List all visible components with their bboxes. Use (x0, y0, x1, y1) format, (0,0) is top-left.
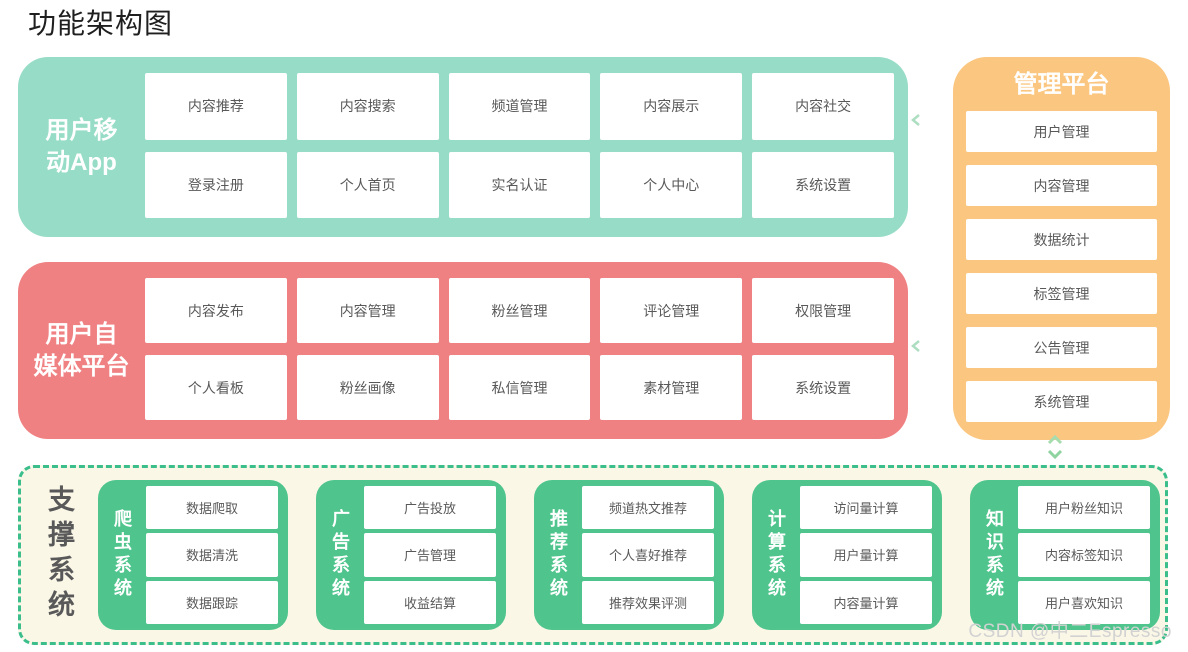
subsystem-compute-items: 访问量计算用户量计算内容量计算 (800, 486, 932, 624)
block-support-systems-label: 支撑系统 (44, 485, 74, 625)
feature-cell: 内容量计算 (800, 580, 932, 624)
subsystem-ads-items: 广告投放广告管理收益结算 (364, 486, 496, 624)
feature-cell: 公告管理 (966, 327, 1157, 368)
subsystem-knowledge: 知识系统 用户粉丝知识内容标签知识用户喜欢知识 (970, 480, 1160, 630)
feature-cell: 广告管理 (364, 533, 496, 577)
block-user-mobile-app-label: 用户移 动App (18, 57, 145, 237)
mobile-app-feature-grid: 内容推荐内容搜索频道管理内容展示内容社交登录注册个人首页实名认证个人中心系统设置 (145, 73, 894, 218)
subsystem-knowledge-items: 用户粉丝知识内容标签知识用户喜欢知识 (1018, 486, 1150, 624)
feature-cell: 粉丝画像 (296, 355, 439, 420)
feature-cell: 频道管理 (448, 73, 591, 140)
feature-cell: 素材管理 (600, 355, 743, 420)
feature-cell: 用户管理 (966, 111, 1157, 152)
feature-cell: 内容发布 (145, 278, 287, 343)
subsystem-crawler-label: 爬虫系统 (112, 509, 132, 601)
subsystem-recommend-label: 推荐系统 (548, 509, 568, 601)
feature-cell: 推荐效果评测 (582, 580, 714, 624)
label-line-1: 用户移 (45, 117, 118, 144)
feature-cell: 内容社交 (752, 73, 894, 140)
feature-cell: 个人喜好推荐 (582, 533, 714, 577)
watermark: CSDN @中二Espresso (968, 621, 1172, 642)
feature-cell: 内容管理 (966, 165, 1157, 206)
feature-cell: 标签管理 (966, 273, 1157, 314)
feature-cell: 数据爬取 (146, 486, 278, 530)
feature-cell: 数据清洗 (146, 533, 278, 577)
feature-cell: 个人中心 (600, 151, 743, 218)
subsystem-knowledge-label: 知识系统 (984, 509, 1004, 601)
support-subsystems: 爬虫系统 数据爬取数据清洗数据跟踪 广告系统 广告投放广告管理收益结算 推荐系统… (98, 480, 1160, 630)
feature-cell: 广告投放 (364, 486, 496, 530)
block-user-mobile-app: 用户移 动App 内容推荐内容搜索频道管理内容展示内容社交登录注册个人首页实名认… (18, 57, 908, 237)
feature-cell: 系统设置 (752, 355, 894, 420)
page-title: 功能架构图 (28, 7, 174, 40)
feature-cell: 个人看板 (145, 355, 287, 420)
double-arrow-icon (1044, 432, 1066, 469)
feature-cell: 内容标签知识 (1018, 533, 1150, 577)
feature-cell: 访问量计算 (800, 486, 932, 530)
feature-cell: 评论管理 (600, 278, 743, 343)
label-line-2: 媒体平台 (33, 352, 130, 380)
feature-cell: 实名认证 (448, 151, 591, 218)
feature-cell: 内容管理 (296, 278, 439, 343)
feature-cell: 内容搜索 (296, 73, 439, 140)
subsystem-crawler: 爬虫系统 数据爬取数据清洗数据跟踪 (98, 480, 288, 630)
feature-cell: 用户粉丝知识 (1018, 486, 1150, 530)
subsystem-compute: 计算系统 访问量计算用户量计算内容量计算 (752, 480, 942, 630)
feature-cell: 用户喜欢知识 (1018, 580, 1150, 624)
subsystem-ads: 广告系统 广告投放广告管理收益结算 (316, 480, 506, 630)
arrow-left-icon (910, 112, 922, 128)
feature-cell: 私信管理 (448, 355, 591, 420)
feature-cell: 系统管理 (966, 381, 1157, 422)
feature-cell: 数据统计 (966, 219, 1157, 260)
label-line-2: 动App (46, 149, 117, 176)
subsystem-ads-label: 广告系统 (330, 509, 350, 601)
media-platform-feature-grid: 内容发布内容管理粉丝管理评论管理权限管理个人看板粉丝画像私信管理素材管理系统设置 (145, 278, 894, 420)
subsystem-recommend: 推荐系统 频道热文推荐个人喜好推荐推荐效果评测 (534, 480, 724, 630)
feature-cell: 系统设置 (752, 151, 894, 218)
feature-cell: 粉丝管理 (448, 278, 591, 343)
feature-cell: 权限管理 (752, 278, 894, 343)
feature-cell: 内容展示 (600, 73, 743, 140)
feature-cell: 频道热文推荐 (582, 486, 714, 530)
block-admin-platform-title: 管理平台 (1013, 71, 1110, 98)
label-line-1: 用户自 (45, 320, 118, 348)
feature-cell: 个人首页 (296, 151, 439, 218)
subsystem-recommend-items: 频道热文推荐个人喜好推荐推荐效果评测 (582, 486, 714, 624)
feature-cell: 用户量计算 (800, 533, 932, 577)
subsystem-crawler-items: 数据爬取数据清洗数据跟踪 (146, 486, 278, 624)
block-support-systems: 支撑系统 爬虫系统 数据爬取数据清洗数据跟踪 广告系统 广告投放广告管理收益结算… (18, 465, 1168, 645)
block-user-media-platform: 用户自 媒体平台 内容发布内容管理粉丝管理评论管理权限管理个人看板粉丝画像私信管… (18, 262, 908, 439)
feature-cell: 收益结算 (364, 580, 496, 624)
arrow-left-icon (910, 338, 922, 354)
block-user-media-platform-label: 用户自 媒体平台 (18, 262, 145, 439)
admin-platform-feature-list: 用户管理内容管理数据统计标签管理公告管理系统管理 (966, 111, 1157, 422)
subsystem-compute-label: 计算系统 (766, 509, 786, 601)
block-admin-platform: 管理平台 用户管理内容管理数据统计标签管理公告管理系统管理 (953, 57, 1170, 440)
feature-cell: 内容推荐 (145, 73, 287, 140)
feature-cell: 数据跟踪 (146, 580, 278, 624)
feature-cell: 登录注册 (145, 151, 287, 218)
